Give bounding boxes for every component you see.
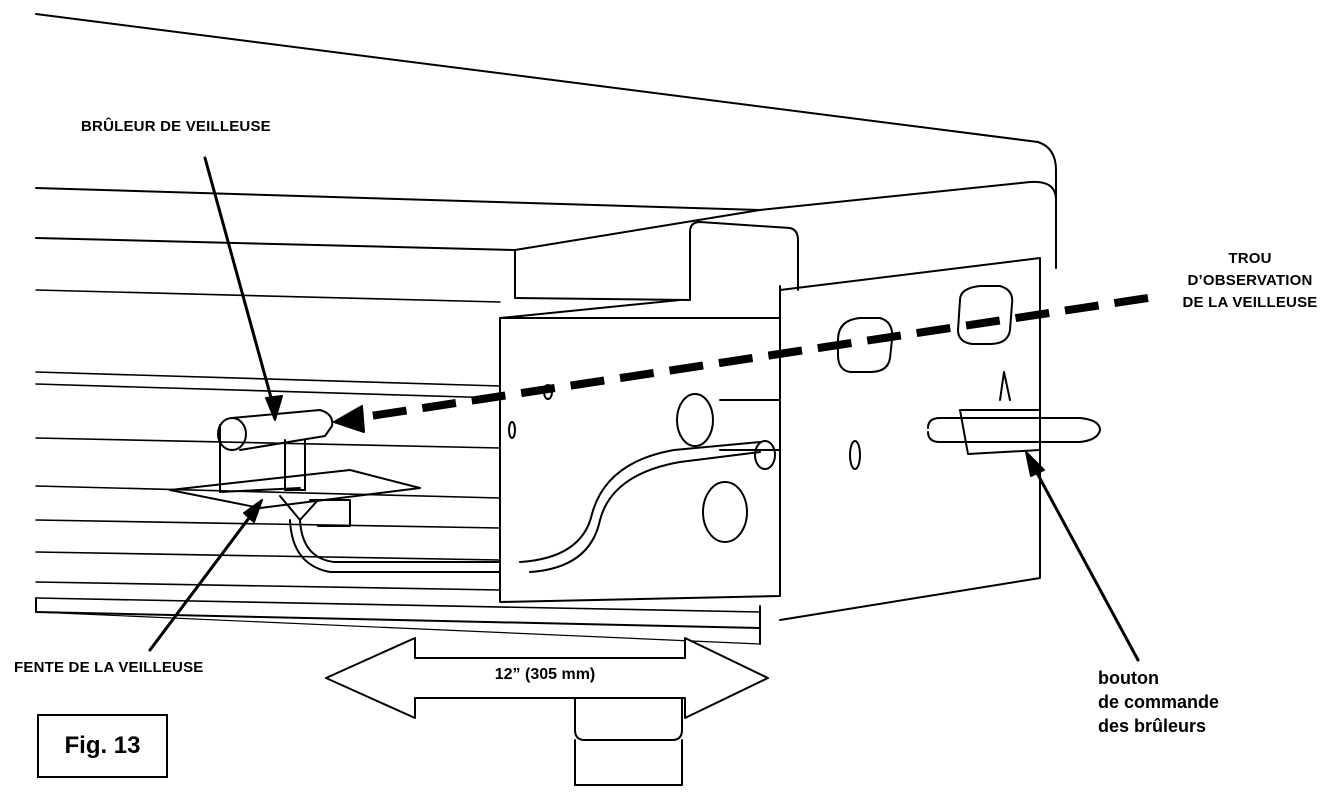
top-plate bbox=[35, 13, 1057, 301]
arrow-pilot-slot bbox=[148, 504, 260, 652]
pilot-burner-label: BRÛLEUR DE VEILLEUSE bbox=[81, 118, 271, 135]
arrow-pilot-burner bbox=[203, 156, 277, 414]
observation-sightline bbox=[343, 294, 1149, 424]
dimension-arrow bbox=[325, 637, 769, 719]
control-knob-line-1: bouton bbox=[1098, 668, 1159, 688]
figure-label: Fig. 13 bbox=[37, 714, 168, 778]
front-rail bbox=[35, 597, 761, 645]
control-knob-line-3: des brûleurs bbox=[1098, 716, 1207, 736]
control-knob-label: bouton de commande des brûleurs bbox=[1098, 666, 1268, 738]
burner-control-knob bbox=[927, 371, 1101, 455]
control-knob-line-2: de commande bbox=[1098, 692, 1220, 712]
arrow-control-knob bbox=[1028, 458, 1140, 662]
back-rails bbox=[35, 289, 761, 613]
side-panel bbox=[689, 221, 1041, 621]
leg bbox=[574, 689, 683, 786]
pilot-burner-assembly bbox=[169, 409, 421, 527]
gas-pipe bbox=[289, 441, 761, 573]
inner-panel bbox=[499, 285, 861, 603]
observation-hole-line-3: DE LA VEILLEUSE bbox=[1182, 294, 1318, 311]
pilot-slot-label: FENTE DE LA VEILLEUSE bbox=[14, 659, 204, 676]
observation-hole-line-1: TROU bbox=[1228, 250, 1272, 267]
observation-hole-line-2: D’OBSERVATION bbox=[1187, 272, 1313, 289]
observation-hole-label: TROU D’OBSERVATION DE LA VEILLEUSE bbox=[1170, 248, 1330, 314]
dimension-label: 12” (305 mm) bbox=[494, 666, 596, 683]
valve-fittings bbox=[676, 393, 781, 543]
